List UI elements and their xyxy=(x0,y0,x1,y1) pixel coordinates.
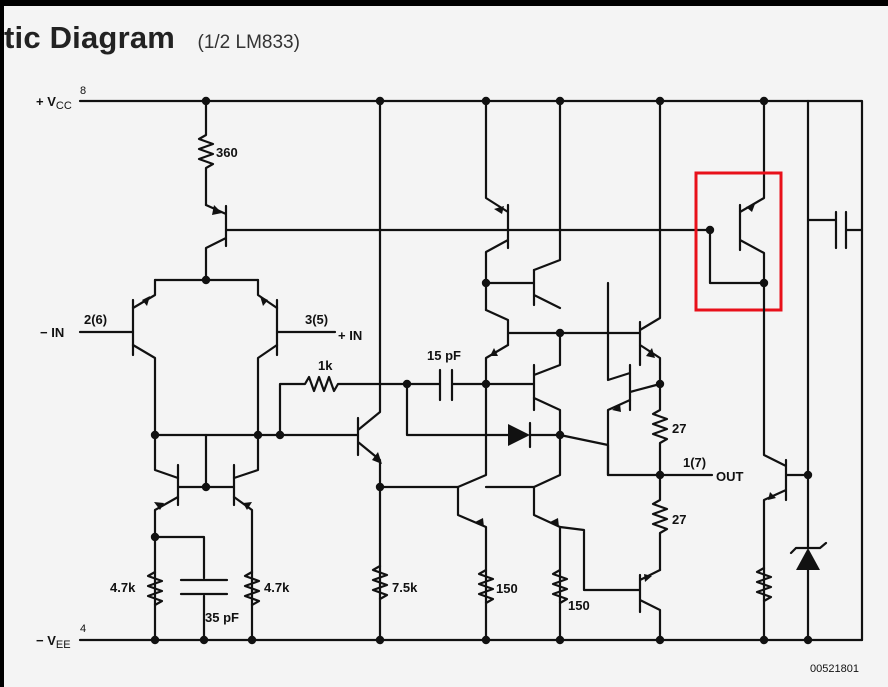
resistor-1k xyxy=(278,375,409,437)
r-150a-label: 150 xyxy=(496,581,518,596)
r-27a-label: 27 xyxy=(672,421,686,436)
page-title: tic Diagram xyxy=(4,20,176,55)
title-row: tic Diagram (1/2 LM833) xyxy=(4,20,300,56)
page-subtitle: (1/2 LM833) xyxy=(197,32,300,53)
resistor-4.7k-left xyxy=(146,570,164,607)
c-35pf-label: 35 pF xyxy=(205,610,239,625)
vee-label: − VEE xyxy=(36,633,71,651)
vcc-rail xyxy=(78,99,864,642)
resistor-150-right xyxy=(551,568,569,605)
bias-transistor xyxy=(204,203,712,282)
resistor-4.7k-right xyxy=(243,570,261,607)
resistor-150-left xyxy=(477,568,495,605)
highlighted-transistor xyxy=(708,99,766,285)
diode-path xyxy=(378,382,562,489)
document-id: 00521801 xyxy=(810,663,859,675)
r-1k-label: 1k xyxy=(318,358,333,373)
second-stage-transistor xyxy=(278,99,382,642)
r-4.7k-left-label: 4.7k xyxy=(110,580,136,595)
c-15pf-label: 15 pF xyxy=(427,348,461,363)
noninverting-input-label: + IN xyxy=(338,328,362,343)
r-4.7k-right-label: 4.7k xyxy=(264,580,290,595)
resistor-360 xyxy=(197,99,215,207)
resistor-7.5k xyxy=(371,564,389,601)
output-label: OUT xyxy=(716,469,744,484)
output-pin: 1(7) xyxy=(683,455,706,470)
r-27b-label: 27 xyxy=(672,512,686,527)
output-driver xyxy=(456,99,662,642)
inverting-input-pin: 2(6) xyxy=(84,312,107,327)
r-360-label: 360 xyxy=(216,145,238,160)
r-7.5k-label: 7.5k xyxy=(392,580,418,595)
vcc-pin-number: 8 xyxy=(80,85,86,97)
inverting-input-label: − IN xyxy=(40,325,64,340)
zener-diode xyxy=(789,218,828,642)
output-stage xyxy=(558,99,714,642)
vee-pin-number: 4 xyxy=(80,623,86,635)
capacitor-15pf xyxy=(405,368,488,402)
r-150b-label: 150 xyxy=(568,598,590,613)
current-mirror xyxy=(153,433,282,642)
junction-dots xyxy=(150,96,813,645)
noninverting-input-pin: 3(5) xyxy=(305,312,328,327)
highlight-box xyxy=(694,171,783,312)
capacitor-35pf xyxy=(153,535,229,642)
input-pair xyxy=(78,278,337,437)
vcc-label: + VCC xyxy=(36,94,72,112)
